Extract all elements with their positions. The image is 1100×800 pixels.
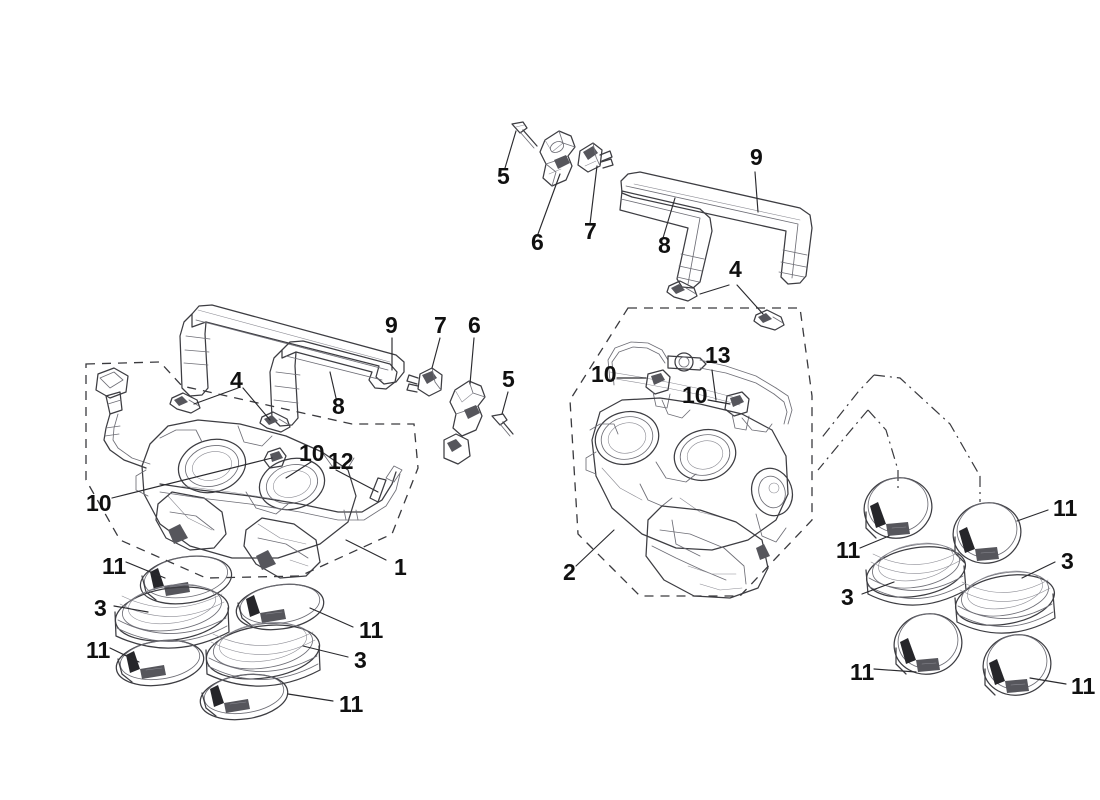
hose-clamp-4-left-b [259,411,291,433]
rear-throttle-body-assembly [585,341,794,599]
callout-10-left-upper: 10 [299,440,325,466]
group-1-boundary [85,361,419,579]
callout-6-top: 6 [531,229,544,255]
sleeve-3-left-top [114,583,230,649]
group-right-boundary [817,374,981,502]
callout-8-top: 8 [658,232,671,258]
clamp-11-right-bottom-right [982,634,1052,696]
callout-12: 12 [328,448,354,474]
hose-fitting-10-rear-left [645,369,671,409]
clamp-11-right-top-left [863,477,933,539]
callout-6-left: 6 [468,312,481,338]
sleeve-3-right-right [954,570,1056,634]
fuel-hose-8-left [269,340,398,427]
clamp-11-right-bottom-left [893,613,963,675]
callout-11-right-4: 11 [1071,673,1096,699]
throttle-position-sensor-6-left [443,380,486,465]
callout-11-left-1: 11 [102,553,127,579]
sleeve-3-right-left [865,542,967,606]
hose-clamp-4-top-right [753,309,785,331]
callout-11-left-4: 11 [339,691,364,717]
clamp-11-left-mid [235,583,325,631]
callout-10-left: 10 [86,490,112,516]
callout-13: 13 [705,342,731,368]
callout-9-left: 9 [385,312,398,338]
callout-3-right-1: 3 [1061,548,1074,574]
callout-4-top: 4 [729,256,742,282]
callout-11-right-2: 11 [836,537,861,563]
clamp-11-left-lower [115,639,205,687]
callout-11-left-3: 11 [86,637,111,663]
hose-clamp-4-left-a [169,392,201,414]
callout-3-left-2: 3 [354,647,367,673]
callout-1: 1 [394,554,407,580]
callout-7-left: 7 [434,312,447,338]
throttle-position-sensor-6-top [539,130,576,187]
fuel-hose-9-top [620,171,813,285]
callout-2: 2 [563,559,576,585]
bolt-5-left [491,413,514,437]
bolt-5-top [511,121,538,149]
hose-clamp-4-top-left [666,280,698,302]
callout-10-rear-right: 10 [682,382,708,408]
sensor-connector-7-left [406,367,443,397]
callout-4-left: 4 [230,367,243,393]
callout-3-right-2: 3 [841,584,854,610]
callout-9-top: 9 [750,144,763,170]
callout-5-top: 5 [497,163,510,189]
sensor-connector-7-top [577,142,614,173]
callout-11-right-3: 11 [850,659,875,685]
callout-11-left-2: 11 [359,617,384,643]
hose-fitting-10-rear-right [724,391,750,431]
sleeve-3-left-bottom [205,621,321,687]
clamp-11-right-top-right [952,502,1022,564]
leader-lines [109,130,1067,702]
callout-5-left: 5 [502,366,515,392]
callout-7-top: 7 [584,218,597,244]
callout-8-left: 8 [332,393,345,419]
front-throttle-body-assembly [95,367,403,579]
callout-11-right-1: 11 [1053,495,1078,521]
clamp-11-left-bottom [199,673,289,721]
callout-3-left-1: 3 [94,595,107,621]
clamp-11-left-top [139,555,233,605]
callout-10-rear-left: 10 [591,361,617,387]
